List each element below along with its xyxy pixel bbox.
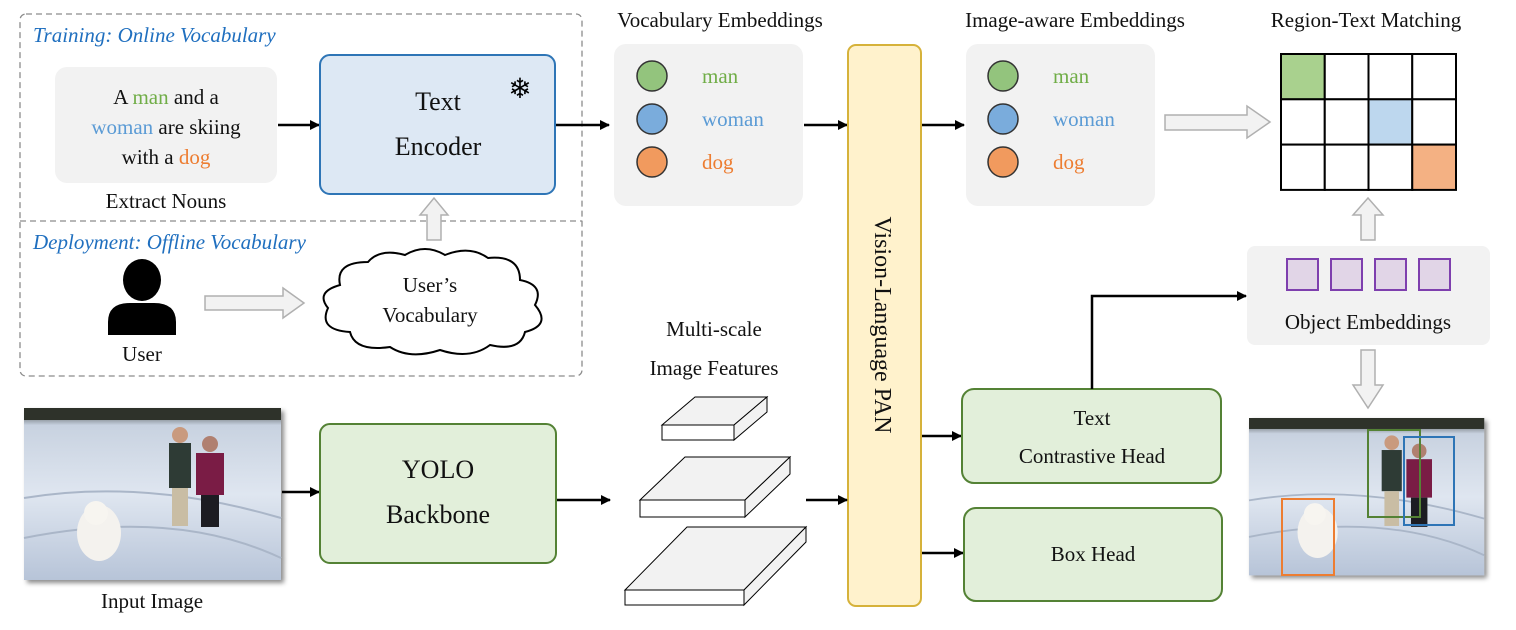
grid-cell: [1367, 143, 1414, 191]
object-embedding-square: [1330, 258, 1363, 291]
dog-embedding-label: dog: [702, 150, 734, 174]
cloud-label-2: Vocabulary: [382, 303, 478, 327]
text-contrastive-head-box: [961, 388, 1222, 484]
box-head-box: [963, 507, 1223, 602]
grid-cell: [1323, 53, 1370, 101]
hollow-arrow-up-icon: [418, 196, 450, 241]
user-icon: [108, 259, 176, 335]
man-embedding-circle: [987, 60, 1019, 92]
man-detection-box: [1367, 429, 1421, 518]
woman-embedding-circle: [636, 103, 668, 135]
grid-cell: [1367, 53, 1414, 101]
snowflake-icon: ❄: [508, 74, 531, 105]
text-head-label-2: Contrastive Head: [1019, 444, 1166, 468]
grid-cell: [1323, 98, 1370, 146]
hollow-arrow-down-icon: [1351, 349, 1385, 410]
grid-cell: [1411, 53, 1457, 101]
dog-embedding-circle: [987, 146, 1019, 178]
vocab-embeddings-title: Vocabulary Embeddings: [617, 8, 823, 32]
caption-line-2: woman are skiing: [91, 115, 241, 139]
box-head-label: Box Head: [1051, 542, 1136, 566]
training-title: Training: Online Vocabulary: [33, 23, 276, 47]
extract-nouns-label: Extract Nouns: [106, 189, 227, 213]
caption-line-3: with a dog: [122, 145, 211, 169]
text-head-label-1: Text: [1073, 406, 1110, 430]
feature-map-medium: [638, 455, 792, 519]
dog-detection-box: [1281, 498, 1335, 576]
pan-label: Vision-Language PAN: [869, 217, 895, 434]
deployment-title: Deployment: Offline Vocabulary: [32, 230, 307, 254]
feature-map-large: [623, 525, 808, 607]
matched-cell: [1411, 143, 1457, 191]
object-embedding-square: [1374, 258, 1407, 291]
dog-embedding-circle: [636, 146, 668, 178]
text-encoder-label-2: Encoder: [395, 132, 482, 161]
yolo-backbone-box: [319, 423, 557, 564]
matching-grid: [1280, 53, 1457, 191]
woman-embedding-label: woman: [702, 107, 764, 131]
input-image-label: Input Image: [101, 589, 203, 613]
output-detection-image: [1248, 417, 1486, 577]
matched-cell: [1367, 98, 1414, 146]
vision-language-pan-box: [847, 44, 922, 607]
dog-embedding-label: dog: [1053, 150, 1085, 174]
grid-cell: [1411, 98, 1457, 146]
man-embedding-label: man: [1053, 64, 1090, 88]
text-encoder-label-1: Text: [415, 87, 462, 116]
woman-embedding-circle: [987, 103, 1019, 135]
man-embedding-label: man: [702, 64, 739, 88]
arrow-text-head-to-object-embeddings: [1090, 291, 1247, 389]
backbone-label-1: YOLO: [402, 455, 474, 484]
grid-cell: [1280, 143, 1326, 191]
hollow-arrow-up-icon: [1351, 196, 1385, 241]
object-embeddings-label: Object Embeddings: [1285, 310, 1451, 334]
hollow-arrow-right-icon: [204, 286, 306, 320]
grid-cell: [1323, 143, 1370, 191]
image-aware-title: Image-aware Embeddings: [965, 8, 1185, 32]
region-text-title: Region-Text Matching: [1271, 8, 1462, 32]
user-vocabulary-cloud: [322, 248, 543, 356]
grid-cell: [1280, 98, 1326, 146]
woman-embedding-label: woman: [1053, 107, 1115, 131]
caption-box: [55, 67, 277, 183]
vocabulary-panel: [19, 13, 583, 377]
hollow-arrow-right-icon: [1164, 104, 1272, 140]
input-image: [23, 407, 282, 581]
cloud-label-1: User’s: [403, 273, 457, 297]
object-embedding-square: [1418, 258, 1451, 291]
user-label: User: [122, 342, 162, 366]
backbone-label-2: Backbone: [386, 500, 490, 529]
features-label-1: Multi-scale: [666, 317, 762, 341]
text-encoder-box: [319, 54, 556, 195]
matched-cell: [1280, 53, 1326, 101]
woman-detection-box: [1403, 436, 1455, 526]
features-label-2: Image Features: [650, 356, 779, 380]
feature-map-small: [660, 395, 769, 442]
caption-line-1: A man and a: [113, 85, 219, 109]
object-embedding-square: [1286, 258, 1319, 291]
man-embedding-circle: [636, 60, 668, 92]
